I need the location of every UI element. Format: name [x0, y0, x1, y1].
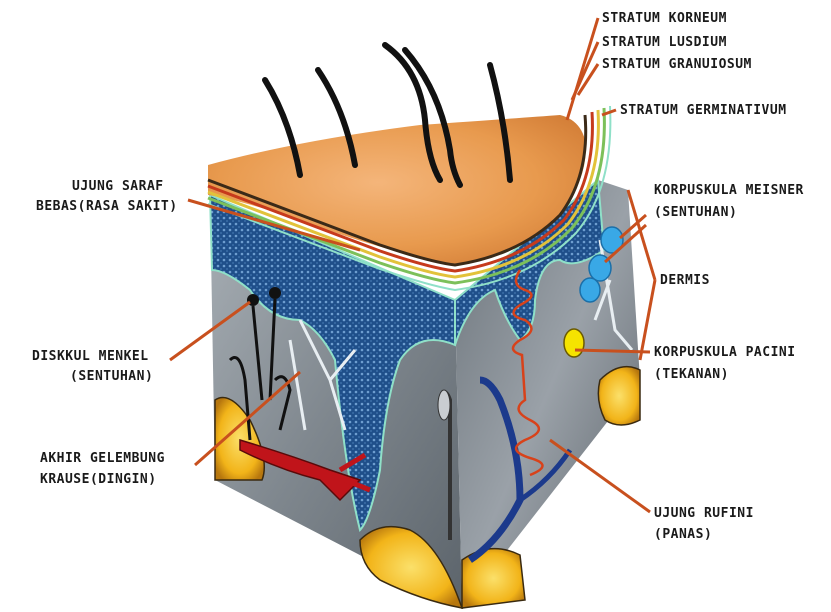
label-stratum-lusdium: STRATUM LUSDIUM — [602, 35, 727, 50]
label-krause-1: AKHIR GELEMBUNG — [40, 451, 165, 466]
label-meisner-2: (SENTUHAN) — [654, 205, 737, 220]
label-ujung-saraf-2: BEBAS(RASA SAKIT) — [36, 199, 178, 214]
label-stratum-korneum: STRATUM KORNEUM — [602, 11, 727, 26]
label-rufini-1: UJUNG RUFINI — [654, 506, 754, 521]
label-menkel-1: DISKKUL MENKEL — [32, 349, 149, 364]
label-pacini-2: (TEKANAN) — [654, 367, 729, 382]
label-meisner-1: KORPUSKULA MEISNER — [654, 183, 804, 198]
label-stratum-granuiosum: STRATUM GRANUIOSUM — [602, 57, 752, 72]
label-menkel-2: (SENTUHAN) — [70, 369, 153, 384]
label-krause-2: KRAUSE(DINGIN) — [40, 472, 157, 487]
label-dermis: DERMIS — [660, 273, 710, 288]
label-ujung-saraf-1: UJUNG SARAF — [72, 179, 164, 194]
label-stratum-germinativum: STRATUM GERMINATIVUM — [620, 103, 787, 118]
label-pacini-1: KORPUSKULA PACINI — [654, 345, 796, 360]
label-rufini-2: (PANAS) — [654, 527, 712, 542]
pacini-corpuscle — [564, 329, 584, 357]
